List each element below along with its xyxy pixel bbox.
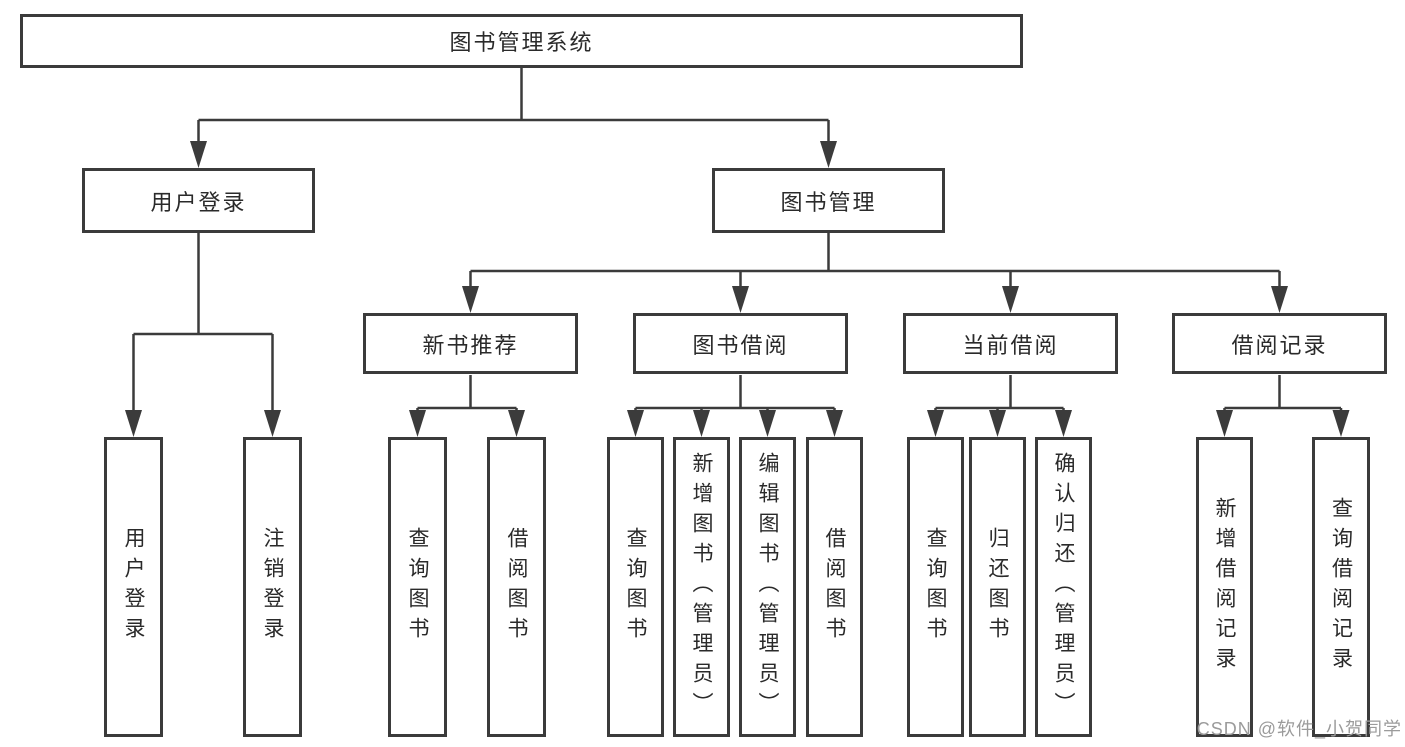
node-user-login-label: 用户登录 bbox=[150, 189, 247, 215]
leaf-query-books-recommend: 查询图书 bbox=[388, 437, 447, 737]
arrowhead-leaf-borrow-books-recommend bbox=[508, 410, 525, 437]
node-new-book-recommend-label: 新书推荐 bbox=[422, 332, 519, 358]
arrowhead-user-login-node bbox=[190, 141, 207, 168]
leaf-user-login: 用户登录 bbox=[104, 437, 163, 737]
node-user-login: 用户登录 bbox=[82, 168, 315, 233]
node-book-management: 图书管理 bbox=[712, 168, 945, 233]
arrowhead-leaf-user-login bbox=[125, 410, 142, 437]
node-book-borrow: 图书借阅 bbox=[633, 313, 848, 374]
arrowhead-book-management-node bbox=[820, 141, 837, 168]
arrowhead-leaf-logout bbox=[264, 410, 281, 437]
node-current-borrow: 当前借阅 bbox=[903, 313, 1118, 374]
connector-current-borrow-branch bbox=[935, 375, 1064, 410]
leaf-add-borrow-record-label: 新增借阅记录 bbox=[1213, 497, 1236, 677]
leaf-user-login-label: 用户登录 bbox=[122, 527, 145, 647]
arrowhead-leaf-confirm-return bbox=[1055, 410, 1072, 437]
leaf-edit-book-admin: 编辑图书（管理员） bbox=[739, 437, 796, 737]
arrowhead-book-borrow-node bbox=[732, 286, 749, 313]
leaf-query-books-current-label: 查询图书 bbox=[924, 527, 947, 647]
arrowhead-leaf-query-books-current bbox=[927, 410, 944, 437]
csdn-watermark: CSDN @软件_小贺同学 bbox=[1196, 719, 1402, 739]
arrowhead-leaf-query-books-recommend bbox=[409, 410, 426, 437]
arrowhead-leaf-query-books-borrow bbox=[627, 410, 644, 437]
leaf-return-book-label: 归还图书 bbox=[986, 527, 1009, 647]
node-current-borrow-label: 当前借阅 bbox=[962, 332, 1059, 358]
node-root-label: 图书管理系统 bbox=[449, 30, 594, 55]
connector-borrow-records-branch bbox=[1224, 375, 1341, 410]
arrowhead-leaf-edit-book bbox=[759, 410, 776, 437]
connector-root-branch bbox=[198, 68, 829, 122]
arrowhead-leaf-query-borrow-record bbox=[1332, 410, 1350, 437]
leaf-logout: 注销登录 bbox=[243, 437, 302, 737]
leaf-return-book: 归还图书 bbox=[969, 437, 1026, 737]
connector-user-login-branch bbox=[133, 233, 273, 336]
connector-new-book-branch bbox=[417, 375, 517, 410]
node-root: 图书管理系统 bbox=[20, 14, 1023, 68]
arrowhead-leaf-return-book bbox=[989, 410, 1006, 437]
arrowhead-current-borrow-node bbox=[1002, 286, 1019, 313]
connector-book-management-branch bbox=[470, 233, 1280, 273]
connector-book-borrow-branch bbox=[635, 375, 835, 410]
leaf-query-books-borrow: 查询图书 bbox=[607, 437, 664, 737]
leaf-add-borrow-record: 新增借阅记录 bbox=[1196, 437, 1253, 737]
leaf-borrow-books-label: 借阅图书 bbox=[823, 527, 846, 647]
arrowhead-borrow-records-node bbox=[1271, 286, 1288, 313]
leaf-confirm-return-admin: 确认归还（管理员） bbox=[1035, 437, 1092, 737]
leaf-query-books-recommend-label: 查询图书 bbox=[406, 527, 429, 647]
node-book-management-label: 图书管理 bbox=[780, 189, 877, 215]
leaf-add-book-admin: 新增图书（管理员） bbox=[673, 437, 730, 737]
arrowhead-leaf-add-book bbox=[693, 410, 710, 437]
leaf-query-books-borrow-label: 查询图书 bbox=[624, 527, 647, 647]
leaf-borrow-books-recommend-label: 借阅图书 bbox=[505, 527, 528, 647]
node-borrow-records: 借阅记录 bbox=[1172, 313, 1387, 374]
leaf-borrow-books: 借阅图书 bbox=[806, 437, 863, 737]
leaf-logout-label: 注销登录 bbox=[261, 527, 284, 647]
leaf-add-book-admin-label: 新增图书（管理员） bbox=[690, 452, 713, 722]
node-borrow-records-label: 借阅记录 bbox=[1231, 332, 1328, 358]
leaf-query-books-current: 查询图书 bbox=[907, 437, 964, 737]
node-new-book-recommend: 新书推荐 bbox=[363, 313, 578, 374]
arrowhead-leaf-borrow-books bbox=[826, 410, 843, 437]
leaf-query-borrow-record: 查询借阅记录 bbox=[1312, 437, 1370, 737]
leaf-query-borrow-record-label: 查询借阅记录 bbox=[1329, 497, 1353, 677]
node-book-borrow-label: 图书借阅 bbox=[692, 332, 789, 358]
leaf-borrow-books-recommend: 借阅图书 bbox=[487, 437, 546, 737]
arrowhead-leaf-add-borrow-record bbox=[1216, 410, 1233, 437]
leaf-confirm-return-admin-label: 确认归还（管理员） bbox=[1052, 452, 1075, 722]
arrowhead-new-book-node bbox=[462, 286, 479, 313]
leaf-edit-book-admin-label: 编辑图书（管理员） bbox=[756, 452, 779, 722]
